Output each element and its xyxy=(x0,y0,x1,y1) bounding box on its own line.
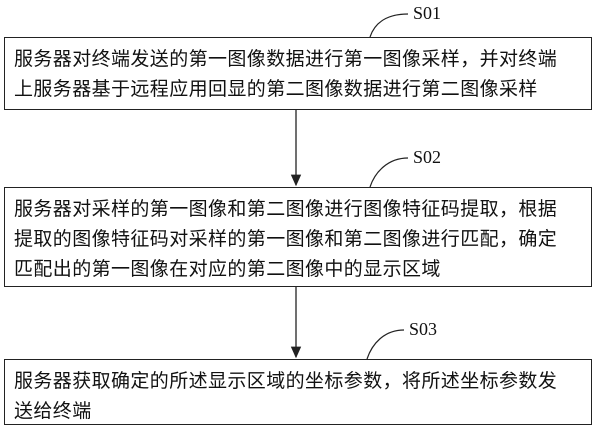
step-text-s02: 服务器对采样的第一图像和第二图像进行图像特征码提取，根据 提取的图像特征码对采样… xyxy=(14,198,558,280)
step-label-s01: S01 xyxy=(413,3,442,23)
step-label-s02: S02 xyxy=(413,147,442,167)
step-box-s03: 服务器获取确定的所述显示区域的坐标参数，将所述坐标参数发 送给终端 xyxy=(4,359,592,425)
label-leader-s01 xyxy=(369,13,409,38)
step-box-s02: 服务器对采样的第一图像和第二图像进行图像特征码提取，根据 提取的图像特征码对采样… xyxy=(4,187,592,287)
step-box-s01: 服务器对终端发送的第一图像数据进行第一图像采样，并对终端 上服务器基于远程应用回… xyxy=(4,37,592,110)
step-text-s03: 服务器获取确定的所述显示区域的坐标参数，将所述坐标参数发 送给终端 xyxy=(14,370,558,422)
label-leader-s02 xyxy=(369,157,409,188)
label-leader-s03 xyxy=(366,329,405,360)
step-label-s03: S03 xyxy=(409,319,438,339)
step-text-s01: 服务器对终端发送的第一图像数据进行第一图像采样，并对终端 上服务器基于远程应用回… xyxy=(14,48,558,100)
